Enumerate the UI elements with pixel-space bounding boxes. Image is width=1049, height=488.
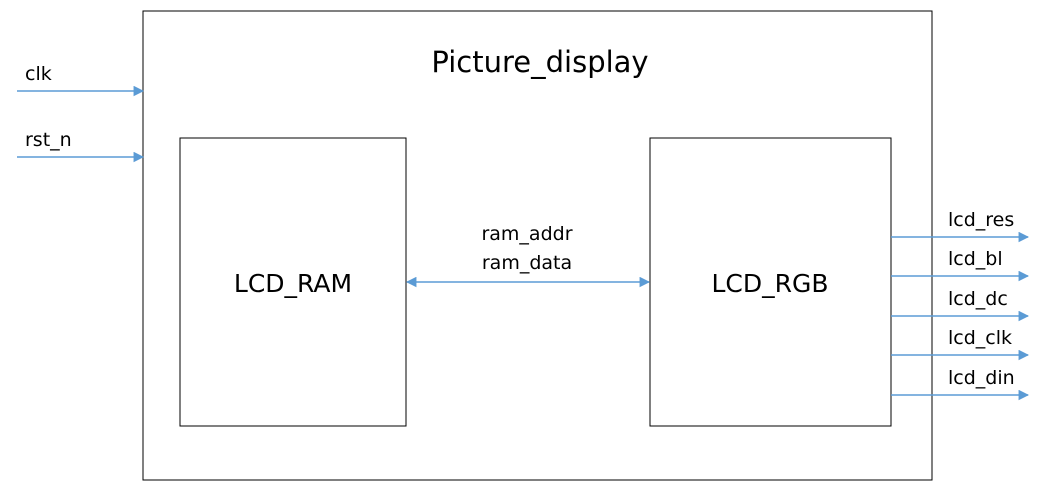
lcd-clk-label: lcd_clk (948, 327, 1012, 349)
lcd-ram-label: LCD_RAM (234, 269, 352, 298)
clk-label: clk (25, 63, 52, 85)
lcd-bl-label: lcd_bl (948, 248, 1003, 270)
lcd-res-label: lcd_res (948, 209, 1014, 231)
ram-addr-label: ram_addr (481, 223, 572, 245)
rst-n-label: rst_n (25, 129, 72, 151)
ram-data-label: ram_data (482, 252, 572, 274)
lcd-rgb-block (649, 137, 892, 427)
lcd-din-label: lcd_din (948, 367, 1015, 389)
lcd-ram-block (179, 137, 407, 427)
lcd-dc-label: lcd_dc (948, 288, 1008, 310)
lcd-rgb-label: LCD_RGB (711, 269, 828, 298)
module-title: Picture_display (431, 45, 648, 79)
